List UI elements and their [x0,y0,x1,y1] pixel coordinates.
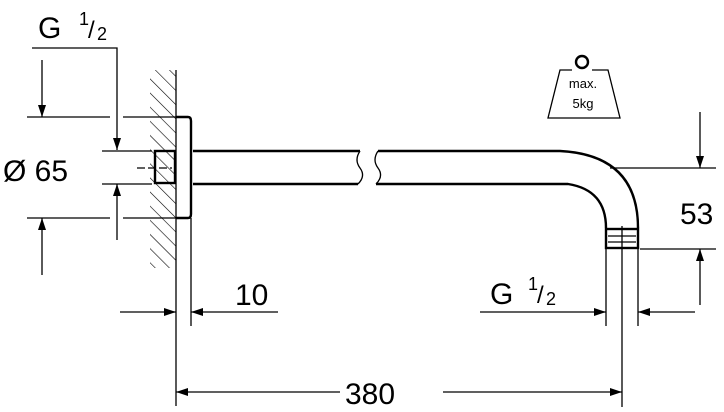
max-load-label-line2: 5kg [573,96,594,111]
max-load-label-line1: max. [569,76,597,91]
thread-numerator: 1 [528,274,538,294]
wall [150,70,177,406]
arm-length-label: 380 [345,378,395,411]
thread-denominator: 2 [97,24,107,44]
dimension-arm-length: 380 [176,378,622,411]
max-load-weight-icon: max. 5kg [547,54,621,119]
dimension-flange-depth: 10 [120,279,278,316]
thread-numerator: 1 [79,9,89,29]
thread-letter: G [38,12,61,45]
dimension-thread-outlet: G 1 / 2 [480,274,695,316]
dimension-flange-diameter: Ø 65 [3,60,176,275]
flange-diameter-label: Ø 65 [3,155,68,188]
thread-slash: / [88,17,95,44]
thread-slash: / [537,282,544,309]
flange-depth-label: 10 [235,279,268,312]
dimension-thread-inlet: G 1 / 2 [32,9,152,240]
thread-denominator: 2 [546,289,556,309]
wall-flange [153,115,193,326]
shower-arm-pipe [137,149,640,407]
thread-letter: G [490,278,513,311]
drop-height-label: 53 [680,198,713,231]
dimension-drop-height: 53 [610,112,716,305]
